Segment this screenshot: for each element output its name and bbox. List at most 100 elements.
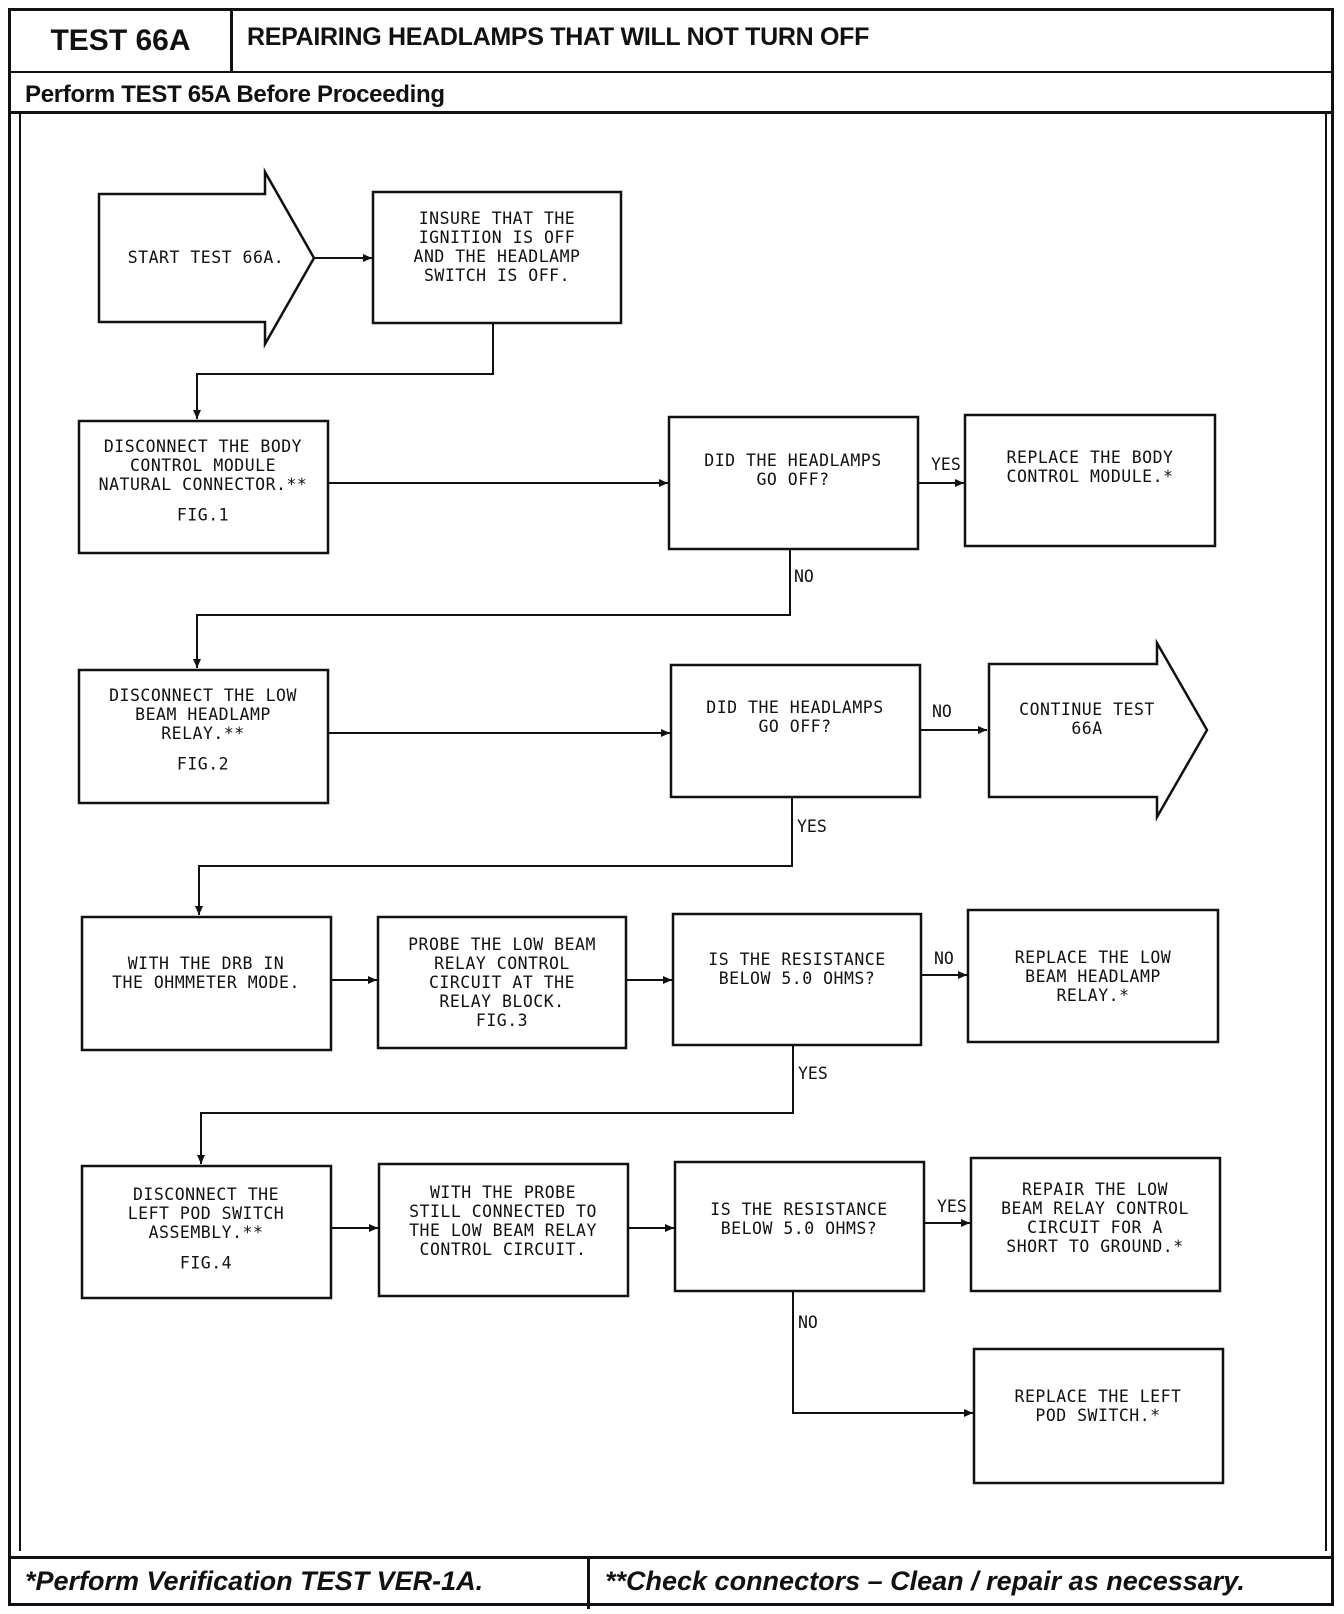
probe-text-line: RELAY BLOCK. xyxy=(439,992,564,1011)
arrow-q1-no xyxy=(193,549,791,668)
footer-rule xyxy=(11,1556,1331,1559)
disconnect-bcm-text-line: FIG.1 xyxy=(177,505,229,524)
probe-still-text-line: THE LOW BEAM RELAY xyxy=(409,1221,597,1240)
replace-relay-text-line: RELAY.* xyxy=(1056,986,1129,1005)
disconnect-relay-box xyxy=(77,668,330,805)
arrow-insure-to-disconnect-bcm xyxy=(193,323,494,419)
disconnect-relay-text-line: FIG.2 xyxy=(177,754,229,773)
probe-text-line: PROBE THE LOW BEAM xyxy=(408,935,596,954)
footer-connector-note: **Check connectors – Clean / repair as n… xyxy=(605,1566,1245,1596)
q2-decision-box xyxy=(669,663,922,799)
repair-short-text-line: SHORT TO GROUND.* xyxy=(1006,1237,1183,1256)
label-q2-yes: YES xyxy=(797,817,827,836)
insure-text-line: INSURE THAT THE xyxy=(419,209,576,228)
replace-relay-box xyxy=(966,908,1220,1044)
replace-pod-box xyxy=(972,1347,1225,1485)
repair-short-text-line: BEAM RELAY CONTROL xyxy=(1001,1199,1189,1218)
start-text: START TEST 66A. xyxy=(128,248,285,267)
insure-box xyxy=(371,190,623,325)
disconnect-bcm-text-line: DISCONNECT THE BODY xyxy=(104,437,302,456)
repair-short-box xyxy=(969,1156,1222,1293)
insure-text-line: AND THE HEADLAMP xyxy=(414,247,581,266)
drb-text-line: WITH THE DRB IN xyxy=(128,954,285,973)
label-q1-no: NO xyxy=(794,567,814,586)
continue-arrow-shape xyxy=(987,638,1209,822)
header-bottom-rule xyxy=(11,111,1331,114)
replace-pod-text-line: REPLACE THE LEFT xyxy=(1015,1387,1182,1406)
probe-still-text-line: WITH THE PROBE xyxy=(430,1183,576,1202)
q3-text-line: IS THE RESISTANCE xyxy=(708,950,885,969)
label-q4-yes: YES xyxy=(937,1197,967,1216)
label-q3-no: NO xyxy=(934,949,954,968)
arrow-q2-yes xyxy=(195,797,793,915)
probe-still-box xyxy=(377,1162,630,1298)
q4-text-line: BELOW 5.0 OHMS? xyxy=(721,1219,878,1238)
disconnect-pod-text-line: ASSEMBLY.** xyxy=(149,1223,264,1242)
q1-text-line: DID THE HEADLAMPS xyxy=(704,451,881,470)
arrow-q4-no xyxy=(792,1291,973,1417)
disconnect-relay-text-line: DISCONNECT THE LOW xyxy=(109,686,297,705)
insure-text-line: SWITCH IS OFF. xyxy=(424,266,570,285)
header-divider xyxy=(11,71,1331,73)
replace-bcm-text-line: CONTROL MODULE.* xyxy=(1007,467,1174,486)
disconnect-relay-text-line: BEAM HEADLAMP xyxy=(135,705,271,724)
branch-labels: YES NO NO YES NO YES YES NO xyxy=(794,455,967,1332)
connectors xyxy=(193,254,987,1417)
replace-relay-text-line: BEAM HEADLAMP xyxy=(1025,967,1161,986)
probe-still-text-line: STILL CONNECTED TO xyxy=(409,1202,597,1221)
continue-text-line: CONTINUE TEST xyxy=(1019,700,1155,719)
test-label: TEST 66A xyxy=(11,11,233,71)
drb-box xyxy=(80,915,333,1052)
drb-text-line: THE OHMMETER MODE. xyxy=(112,973,300,992)
probe-text-line: FIG.3 xyxy=(476,1011,528,1030)
disconnect-bcm-text-line: CONTROL MODULE xyxy=(130,456,276,475)
start-text-line: START TEST 66A. xyxy=(128,248,285,267)
page-subtitle: Perform TEST 65A Before Proceeding xyxy=(25,81,445,108)
start-arrow-shape xyxy=(97,167,316,349)
q3-text-line: BELOW 5.0 OHMS? xyxy=(719,969,876,988)
flowchart-area xyxy=(19,111,1327,1551)
footer-divider xyxy=(587,1556,590,1609)
probe-still-text-line: CONTROL CIRCUIT. xyxy=(420,1240,587,1259)
replace-relay-text-line: REPLACE THE LOW xyxy=(1015,948,1172,967)
disconnect-pod-box xyxy=(80,1164,333,1300)
disconnect-pod-text-line: LEFT POD SWITCH xyxy=(128,1204,285,1223)
footer-verification-note: *Perform Verification TEST VER-1A. xyxy=(25,1566,484,1596)
disconnect-bcm-text-line: NATURAL CONNECTOR.** xyxy=(99,475,308,494)
q1-text-line: GO OFF? xyxy=(756,470,829,489)
insure-text-line: IGNITION IS OFF xyxy=(419,228,576,247)
label-q4-no: NO xyxy=(798,1313,818,1332)
probe-text-line: RELAY CONTROL xyxy=(434,954,570,973)
label-q3-yes: YES xyxy=(798,1064,828,1083)
probe-box xyxy=(376,915,628,1050)
q3-decision-box xyxy=(671,912,923,1047)
label-q2-no: NO xyxy=(932,702,952,721)
q4-decision-box xyxy=(673,1160,926,1293)
disconnect-relay-text-line: RELAY.** xyxy=(161,724,244,743)
q4-text-line: IS THE RESISTANCE xyxy=(710,1200,887,1219)
arrow-q3-yes xyxy=(197,1045,794,1164)
q1-decision-box xyxy=(667,415,920,551)
continue-text-line: 66A xyxy=(1071,719,1102,738)
page-title: REPAIRING HEADLAMPS THAT WILL NOT TURN O… xyxy=(247,23,870,51)
q2-text-line: GO OFF? xyxy=(758,717,831,736)
label-q1-yes: YES xyxy=(931,455,961,474)
repair-short-text-line: CIRCUIT FOR A xyxy=(1027,1218,1163,1237)
replace-bcm-text-line: REPLACE THE BODY xyxy=(1007,448,1174,467)
repair-short-text-line: REPAIR THE LOW xyxy=(1022,1180,1168,1199)
